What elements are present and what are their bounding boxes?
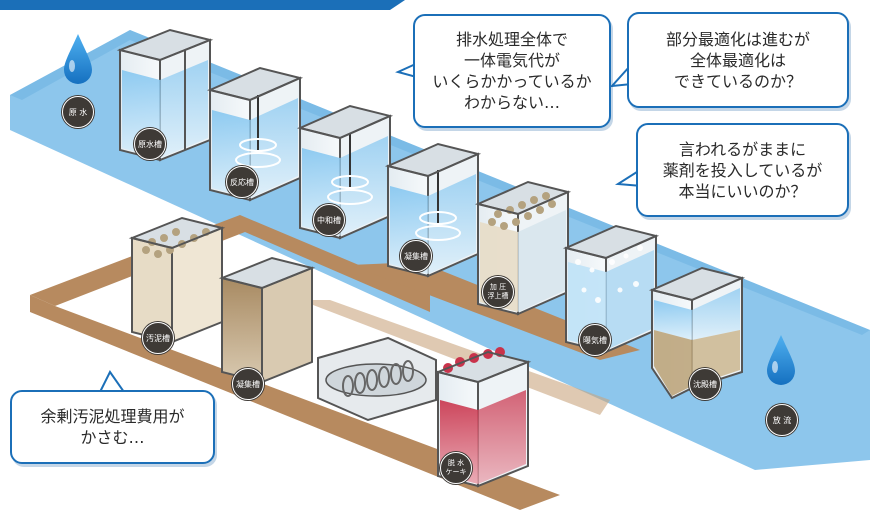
sludge-coagulation-tank xyxy=(218,256,316,384)
tag-pressure-flotation-line2: 浮上槽 xyxy=(487,292,509,300)
tag-coagulation-tank-text: 凝集槽 xyxy=(404,251,428,261)
sedimentation-tank xyxy=(648,266,746,400)
bubble-chemicals-line2: 薬剤を投入しているが xyxy=(662,160,823,180)
speech-bubble-optimization: 部分最適化は進むが 全体最適化は できているのか？ xyxy=(627,12,849,108)
tag-aeration-tank: 曝気槽 xyxy=(579,324,611,356)
tag-sedimentation-tank: 沈殿槽 xyxy=(689,368,721,400)
tag-discharge: 放 流 xyxy=(766,404,798,436)
tag-dewatered-cake-line1: 脱 水 xyxy=(447,459,465,467)
tag-raw-water-text: 原 水 xyxy=(68,107,88,117)
speech-bubble-chemicals: 言われるがままに 薬剤を投入しているが 本当にいいのか？ xyxy=(636,123,849,217)
bubble-electricity-line2: 一体電気代が xyxy=(463,51,560,70)
neutralization-tank xyxy=(296,104,394,240)
tag-sedimentation-tank-text: 沈殿槽 xyxy=(693,379,717,389)
header-strip xyxy=(0,0,405,10)
tag-aeration-tank-text: 曝気槽 xyxy=(583,335,607,345)
bubble-sludge-cost-line1: 余剰汚泥処理費用が xyxy=(40,407,185,426)
tag-discharge-text: 放 流 xyxy=(772,415,792,425)
raw-water-drop-icon xyxy=(64,34,92,84)
tag-raw-water-tank-text: 原水槽 xyxy=(138,139,162,149)
bubble-optimization-line3: できているのか？ xyxy=(673,71,802,91)
tag-pressure-flotation-tank: 加 圧 浮上槽 xyxy=(482,276,514,308)
bubble-chemicals-line1: 言われるがままに xyxy=(678,139,807,159)
tag-reaction-tank: 反応槽 xyxy=(226,166,258,198)
reaction-tank xyxy=(206,66,304,202)
bubble-electricity-line1: 排水処理全体で xyxy=(455,30,568,49)
tag-raw-water: 原 水 xyxy=(62,96,94,128)
raw-water-tank xyxy=(116,28,214,162)
bubble-sludge-cost-line2: かさむ… xyxy=(80,428,145,447)
bubble-optimization-line2: 全体最適化は xyxy=(689,50,786,70)
tag-raw-water-tank: 原水槽 xyxy=(134,128,166,160)
speech-bubble-sludge-cost: 余剰汚泥処理費用が かさむ… xyxy=(10,390,215,464)
tag-pressure-flotation-line1: 加 圧 xyxy=(489,283,507,291)
bubble-optimization-line1: 部分最適化は進むが xyxy=(665,29,810,49)
tag-sludge-coagulation-tank-text: 凝集槽 xyxy=(236,379,260,389)
tag-sludge-tank-text: 汚泥槽 xyxy=(146,333,170,343)
tag-dewatered-cake: 脱 水 ケーキ xyxy=(440,452,472,484)
tag-sludge-tank: 汚泥槽 xyxy=(142,322,174,354)
tag-neutralization-tank-text: 中和槽 xyxy=(317,215,341,225)
tag-dewatered-cake-line2: ケーキ xyxy=(445,468,467,476)
bubble-chemicals-line3: 本当にいいのか？ xyxy=(678,181,807,201)
screw-dewatering-machine xyxy=(317,336,437,422)
speech-bubble-electricity: 排水処理全体で 一体電気代が いくらかかっているか わからない… xyxy=(413,14,611,128)
tag-neutralization-tank: 中和槽 xyxy=(313,204,345,236)
tag-reaction-tank-text: 反応槽 xyxy=(230,177,254,187)
tag-sludge-coagulation-tank: 凝集槽 xyxy=(232,368,264,400)
sludge-tank xyxy=(128,216,226,344)
tag-coagulation-tank: 凝集槽 xyxy=(400,240,432,272)
bubble-electricity-line3: いくらかかっているか xyxy=(432,72,592,91)
bubble-electricity-line4: わからない… xyxy=(463,93,560,112)
discharge-drop-icon xyxy=(767,335,795,385)
